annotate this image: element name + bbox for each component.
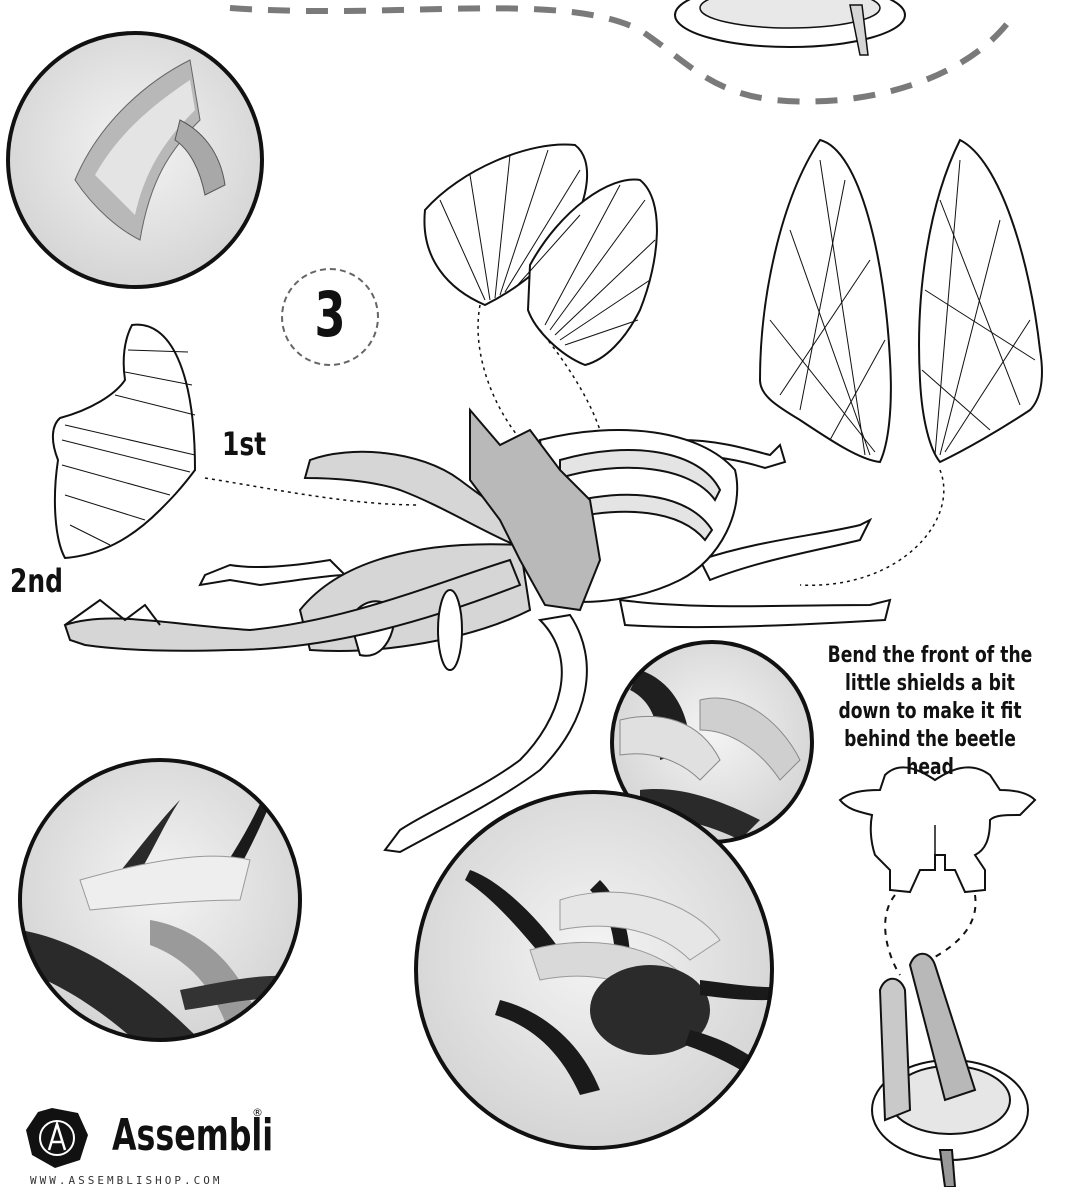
photo-bent-shield-detail	[8, 33, 262, 287]
instruction-text: Bend the front of the little shields a b…	[821, 642, 1039, 782]
step-number-badge: 3	[281, 268, 379, 366]
stand-drawing	[872, 954, 1028, 1187]
photo-horn-closeup	[20, 760, 300, 1045]
brand-url: WWW.ASSEMBLISHOP.COM	[30, 1174, 222, 1187]
order-label-first: 1st	[222, 425, 266, 463]
head-shield-part-outline	[840, 767, 1035, 892]
photo-assembled-beetle	[416, 792, 792, 1148]
shield-part-outline	[53, 325, 195, 558]
assembli-logo-icon	[26, 1108, 88, 1168]
brand-registered-mark: ®	[252, 1106, 263, 1119]
wing-parts-outline	[760, 140, 1042, 462]
step-number: 3	[296, 278, 364, 351]
brand-name: Assembli	[112, 1110, 273, 1161]
previous-step-connector	[230, 0, 1010, 102]
order-label-second: 2nd	[10, 562, 63, 600]
